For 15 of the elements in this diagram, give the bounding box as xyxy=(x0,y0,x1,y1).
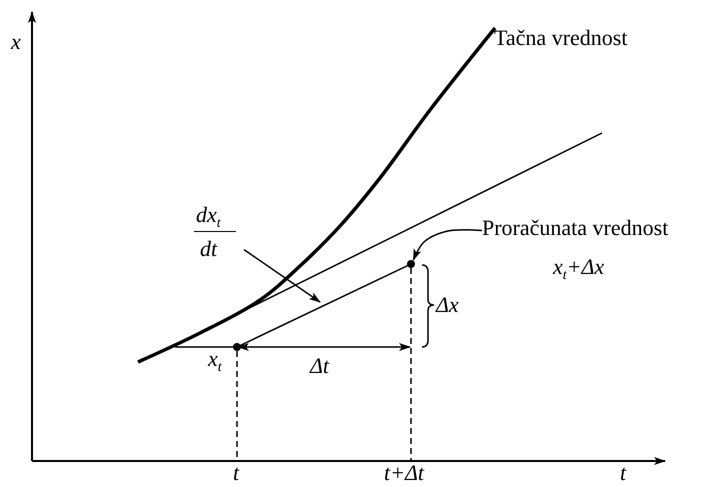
tick-label: t+Δt xyxy=(384,461,424,485)
curve-label: Tačna vrednost xyxy=(494,26,628,50)
denominator: dt xyxy=(200,237,218,261)
axis-label: x xyxy=(11,30,21,54)
value-label: x$_{t}$+Δx xyxy=(553,255,604,279)
leader-line xyxy=(412,229,482,261)
numerator: dx$_{t}$ xyxy=(196,203,221,227)
dimension-label: Δt xyxy=(310,354,330,378)
point-label: x$_{t}$ xyxy=(208,347,222,371)
dimension-label: Δx xyxy=(436,293,459,317)
tick-label: t xyxy=(233,461,240,485)
data-point xyxy=(407,260,415,268)
leader-line xyxy=(244,249,321,303)
callout-text: Proračunata vrednost xyxy=(482,216,668,240)
axis-label: t xyxy=(620,461,626,485)
